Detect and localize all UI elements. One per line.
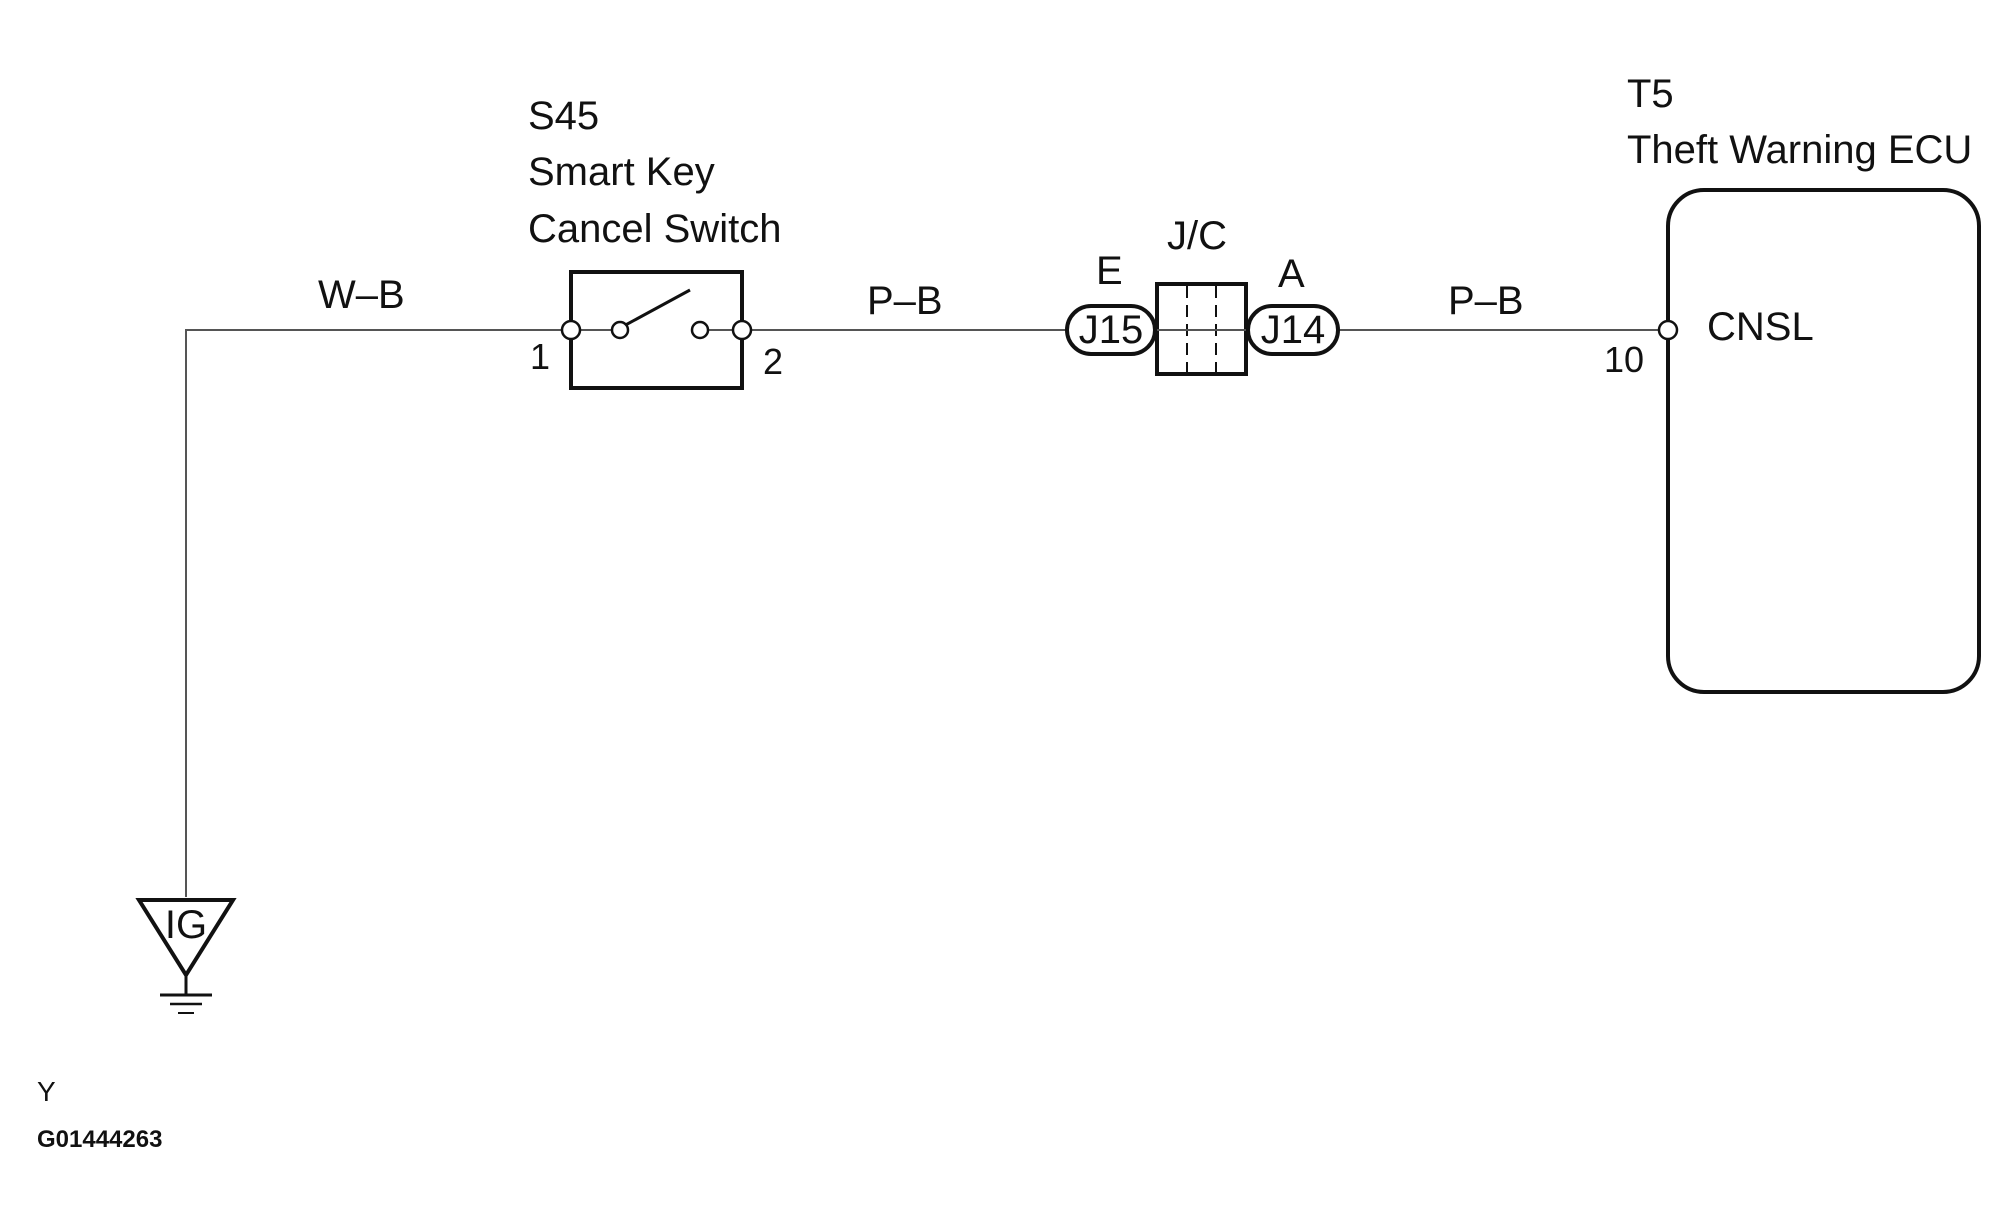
footer-code: G01444263: [37, 1126, 162, 1153]
ecu-body: [1666, 188, 1981, 694]
wire-label-w-b: W–B: [318, 273, 405, 317]
ecu-ref: T5: [1627, 72, 1674, 116]
switch-terminal-1: [560, 319, 582, 341]
theft-warning-ecu: T5 Theft Warning ECU 10 CNSL: [1604, 72, 1981, 694]
smart-key-cancel-switch: S45 Smart Key Cancel Switch 1 2: [528, 94, 783, 390]
junction-connector: J/C E A J15 J14: [1065, 214, 1340, 376]
jc-side-a: A: [1278, 252, 1305, 296]
footer-letter: Y: [37, 1076, 56, 1107]
switch-contact-right: [690, 320, 710, 340]
switch-pin-1: 1: [530, 336, 550, 377]
connector-j14-shape: [1246, 304, 1340, 356]
switch-terminal-2: [731, 319, 753, 341]
ecu-terminal-name: CNSL: [1707, 305, 1814, 349]
switch-pin-2: 2: [763, 341, 783, 382]
ground-point-ig: IG: [135, 898, 237, 1014]
connector-j15-label: J15: [1079, 308, 1144, 352]
jc-side-e: E: [1096, 249, 1123, 293]
switch-contact-left: [610, 320, 630, 340]
wires: [185, 329, 1668, 897]
switch-ref: S45: [528, 94, 599, 138]
connector-j14-label: J14: [1261, 308, 1326, 352]
ecu-name: Theft Warning ECU: [1627, 128, 1972, 172]
switch-name-line2: Cancel Switch: [528, 207, 781, 251]
wire-label-p-b-left: P–B: [867, 279, 943, 323]
switch-name-line1: Smart Key: [528, 150, 715, 194]
switch-contact-arm: [619, 288, 691, 330]
ground-triangle: [135, 898, 237, 979]
wire-ground-to-switch: [185, 329, 571, 897]
ecu-terminal-10: [1657, 319, 1679, 341]
jc-ref: J/C: [1167, 214, 1227, 258]
ground-label: IG: [165, 903, 207, 947]
ecu-pin-10: 10: [1604, 339, 1644, 380]
wire-label-p-b-right: P–B: [1448, 279, 1524, 323]
